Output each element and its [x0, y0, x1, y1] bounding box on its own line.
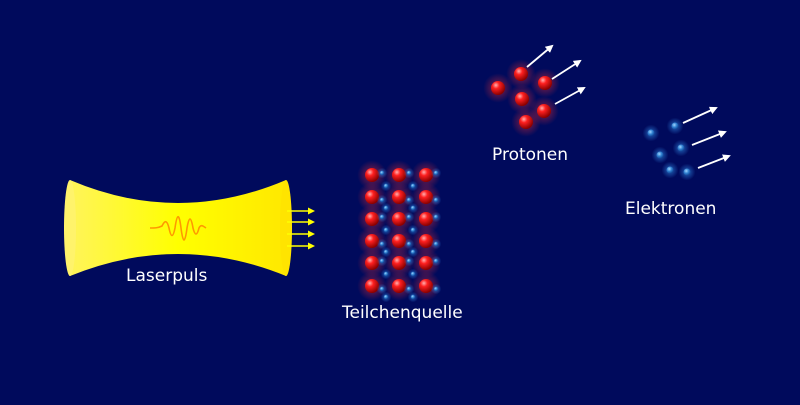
electron-icon — [376, 238, 388, 250]
electron-icon — [661, 161, 679, 179]
electron-icon — [666, 117, 684, 135]
electron-icon — [651, 146, 669, 164]
source-label: Teilchenquelle — [342, 303, 463, 323]
electron-icon — [407, 180, 419, 192]
protons-label: Protonen — [492, 145, 569, 165]
electron-icon — [376, 255, 388, 267]
proton-icon — [411, 248, 441, 278]
proton-icon — [357, 160, 387, 190]
proton-icon — [530, 68, 560, 98]
proton-icon — [384, 248, 414, 278]
electrons-label: Elektronen — [625, 199, 717, 219]
electron-icon — [380, 246, 392, 258]
electron-icon — [380, 202, 392, 214]
laser-label: Laserpuls — [126, 266, 208, 286]
electron-icon — [380, 291, 392, 303]
electron-icon — [407, 268, 419, 280]
electron-icon — [380, 224, 392, 236]
particle-source — [357, 160, 442, 303]
electron-icon — [380, 180, 392, 192]
proton-icon — [384, 160, 414, 190]
electron-icon — [678, 163, 696, 181]
arrow-icon — [526, 44, 554, 68]
laser-beam-icon — [64, 180, 292, 276]
electron-icon — [430, 194, 442, 206]
electron-icon — [430, 167, 442, 179]
arrow-icon — [554, 87, 586, 105]
electron-icon — [407, 291, 419, 303]
electron-icon — [403, 211, 415, 223]
electron-icon — [376, 211, 388, 223]
emission-arrows — [526, 44, 731, 169]
proton-icon — [357, 248, 387, 278]
electron-icon — [403, 255, 415, 267]
electron-icon — [430, 238, 442, 250]
arrow-icon — [691, 130, 727, 146]
electron-cluster — [642, 117, 696, 181]
electron-icon — [430, 283, 442, 295]
proton-icon — [357, 204, 387, 234]
proton-icon — [507, 84, 537, 114]
electron-icon — [407, 224, 419, 236]
laser-arrows — [287, 207, 315, 250]
arrow-icon — [682, 106, 718, 124]
electron-icon — [407, 246, 419, 258]
electron-icon — [403, 283, 415, 295]
electron-icon — [380, 268, 392, 280]
proton-icon — [411, 204, 441, 234]
electron-icon — [403, 238, 415, 250]
electron-icon — [642, 124, 660, 142]
proton-cluster — [483, 59, 560, 137]
electron-icon — [403, 194, 415, 206]
laser-wave-icon — [149, 215, 207, 241]
proton-icon — [511, 107, 541, 137]
arrow-icon — [697, 154, 731, 169]
arrow-icon — [551, 59, 582, 80]
electron-icon — [403, 167, 415, 179]
electron-icon — [376, 283, 388, 295]
electron-icon — [376, 167, 388, 179]
proton-icon — [483, 73, 513, 103]
electron-icon — [430, 255, 442, 267]
electron-icon — [376, 194, 388, 206]
electron-icon — [407, 202, 419, 214]
electron-icon — [672, 139, 690, 157]
proton-icon — [411, 160, 441, 190]
proton-icon — [384, 204, 414, 234]
electron-icon — [430, 211, 442, 223]
